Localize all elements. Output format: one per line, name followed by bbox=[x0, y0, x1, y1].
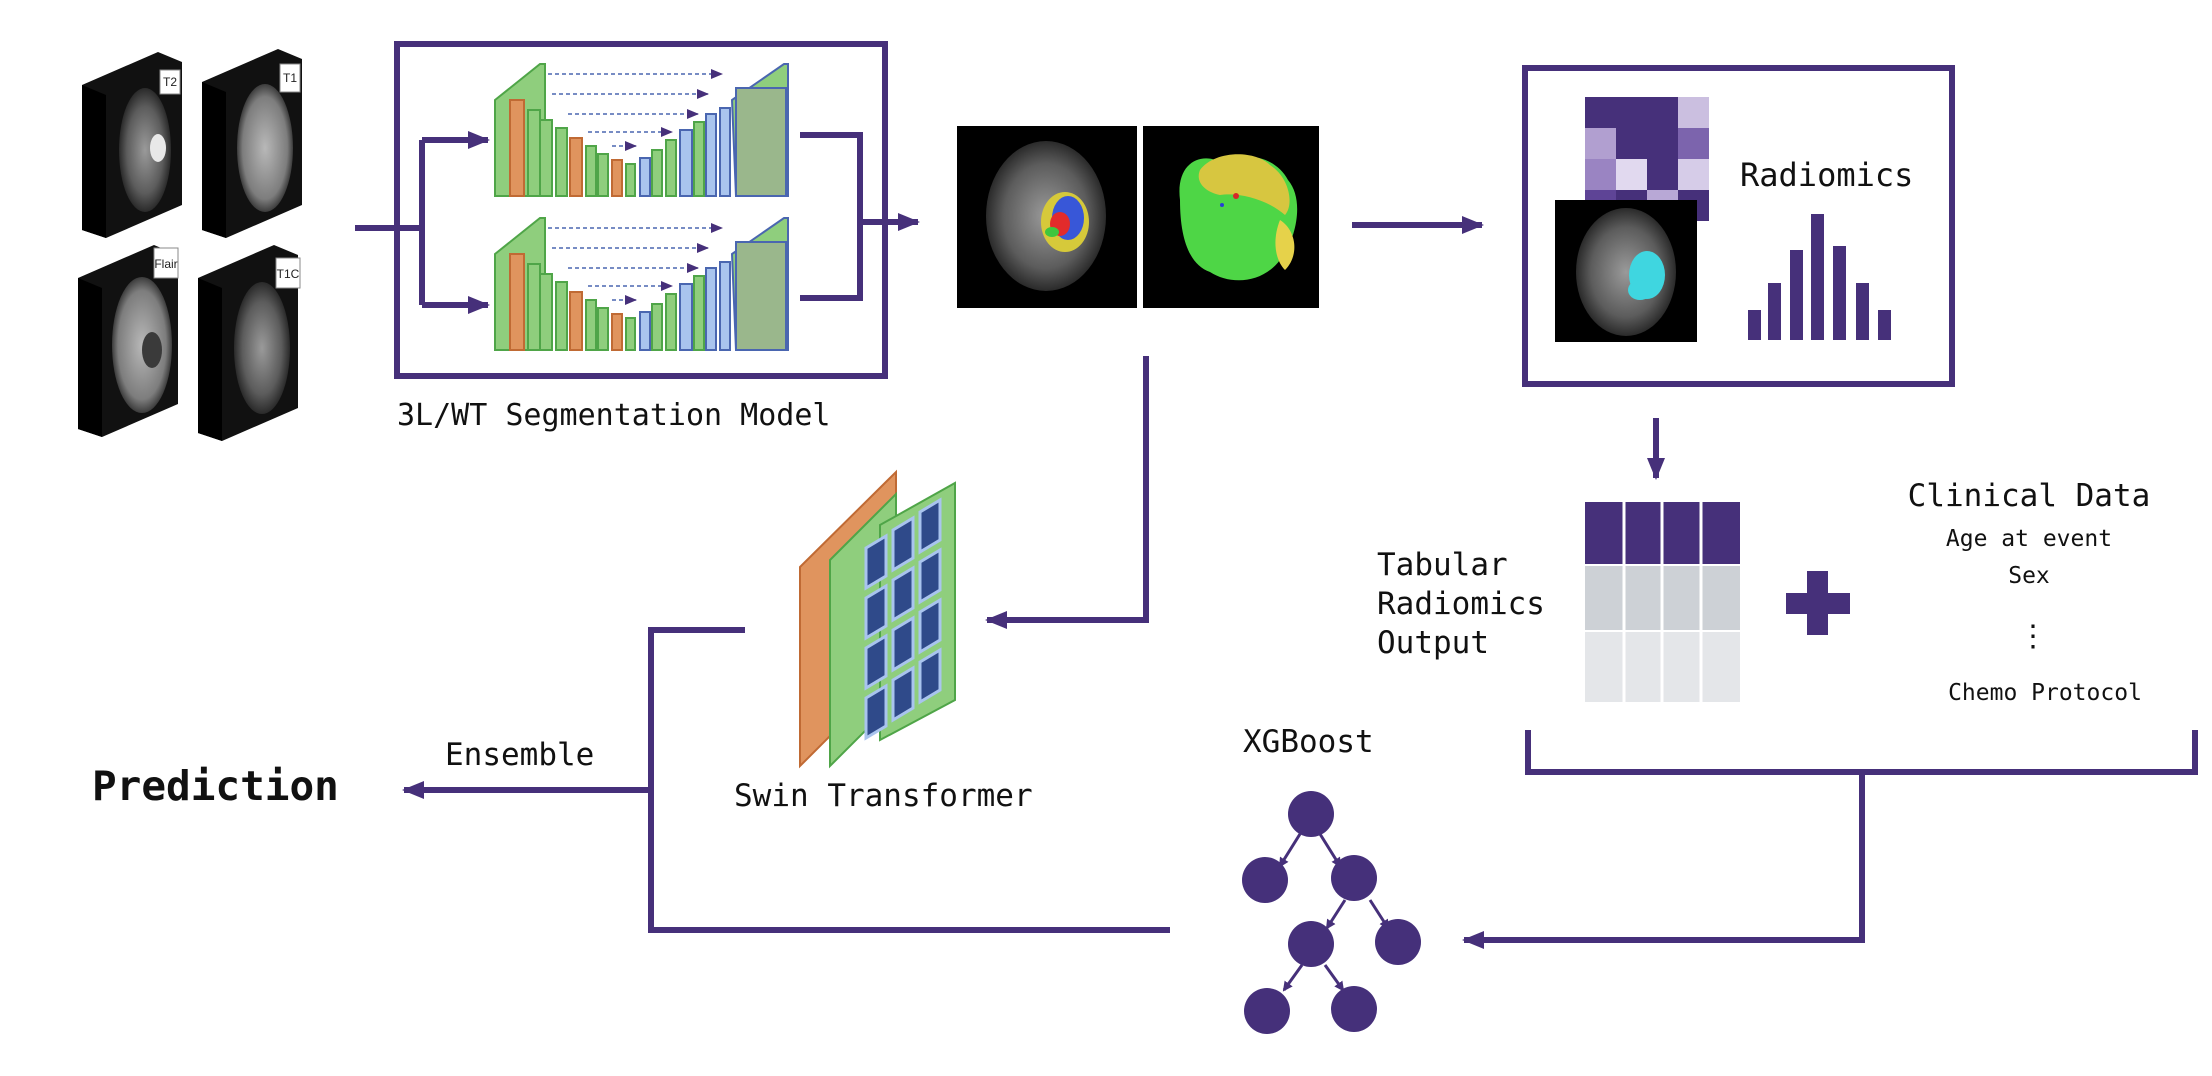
clinical-item-sex: Sex bbox=[2008, 563, 2050, 589]
tree-node bbox=[1331, 855, 1377, 901]
tree-node bbox=[1331, 986, 1377, 1032]
clinical-item-age: Age at event bbox=[1946, 526, 2112, 552]
mri-stack-t1c: T1C bbox=[198, 245, 301, 441]
mri-label-t1: T1 bbox=[283, 71, 297, 85]
ensemble-connector bbox=[402, 627, 1170, 933]
tree-node bbox=[1375, 919, 1421, 965]
mri-label-t1c: T1C bbox=[277, 267, 300, 281]
tabular-line-3: Output bbox=[1377, 625, 1489, 661]
unet-top bbox=[494, 63, 789, 197]
mri-label-t2: T2 bbox=[163, 75, 177, 89]
input-arrows bbox=[355, 131, 490, 314]
tree-node bbox=[1244, 988, 1290, 1034]
clinical-data: Clinical Data Age at event Sex ⋮ Chemo P… bbox=[1908, 478, 2151, 706]
mri-label-flair: Flair bbox=[154, 257, 177, 271]
plus-icon bbox=[1786, 571, 1850, 635]
segmentation-label: 3L/WT Segmentation Model bbox=[397, 398, 830, 433]
ensemble-label: Ensemble bbox=[445, 737, 594, 773]
tree-node-root bbox=[1288, 791, 1334, 837]
segmentation-output bbox=[957, 126, 1319, 308]
mri-stack-flair: Flair bbox=[78, 245, 179, 437]
radiomics-label: Radiomics bbox=[1740, 156, 1913, 194]
clinical-item-ellipsis: ⋮ bbox=[2018, 619, 2048, 654]
swin-patches bbox=[864, 497, 942, 741]
prediction-label: Prediction bbox=[92, 762, 339, 810]
radiomics-box: Radiomics bbox=[1522, 65, 1955, 387]
tree-node bbox=[1288, 921, 1334, 967]
xgboost-label: XGBoost bbox=[1243, 724, 1374, 760]
radiomics-histogram bbox=[1748, 214, 1891, 340]
tabular-line-1: Tabular bbox=[1377, 547, 1508, 583]
tabular-label: Tabular Radiomics Output bbox=[1377, 547, 1564, 661]
mri-stack-t1: T1 bbox=[202, 49, 302, 238]
arrow-to-xgboost bbox=[1462, 730, 2198, 949]
tabular-grid bbox=[1585, 502, 1740, 702]
mri-stack-t2: T2 bbox=[82, 52, 182, 238]
unet-bottom bbox=[494, 217, 789, 351]
swin-transformer: Swin Transformer bbox=[734, 356, 1149, 814]
tabular-line-2: Radiomics bbox=[1377, 586, 1545, 622]
swin-label: Swin Transformer bbox=[734, 778, 1033, 814]
tree-node bbox=[1242, 857, 1288, 903]
segmentation-model: 3L/WT Segmentation Model bbox=[394, 41, 920, 433]
mri-inputs: T2 T1 Flair T1C bbox=[78, 49, 302, 441]
xgboost-tree: XGBoost bbox=[1242, 724, 1421, 1034]
clinical-item-chemo: Chemo Protocol bbox=[1948, 680, 2142, 706]
tabular-output: Tabular Radiomics Output bbox=[1377, 502, 1850, 702]
clinical-title: Clinical Data bbox=[1908, 478, 2151, 514]
